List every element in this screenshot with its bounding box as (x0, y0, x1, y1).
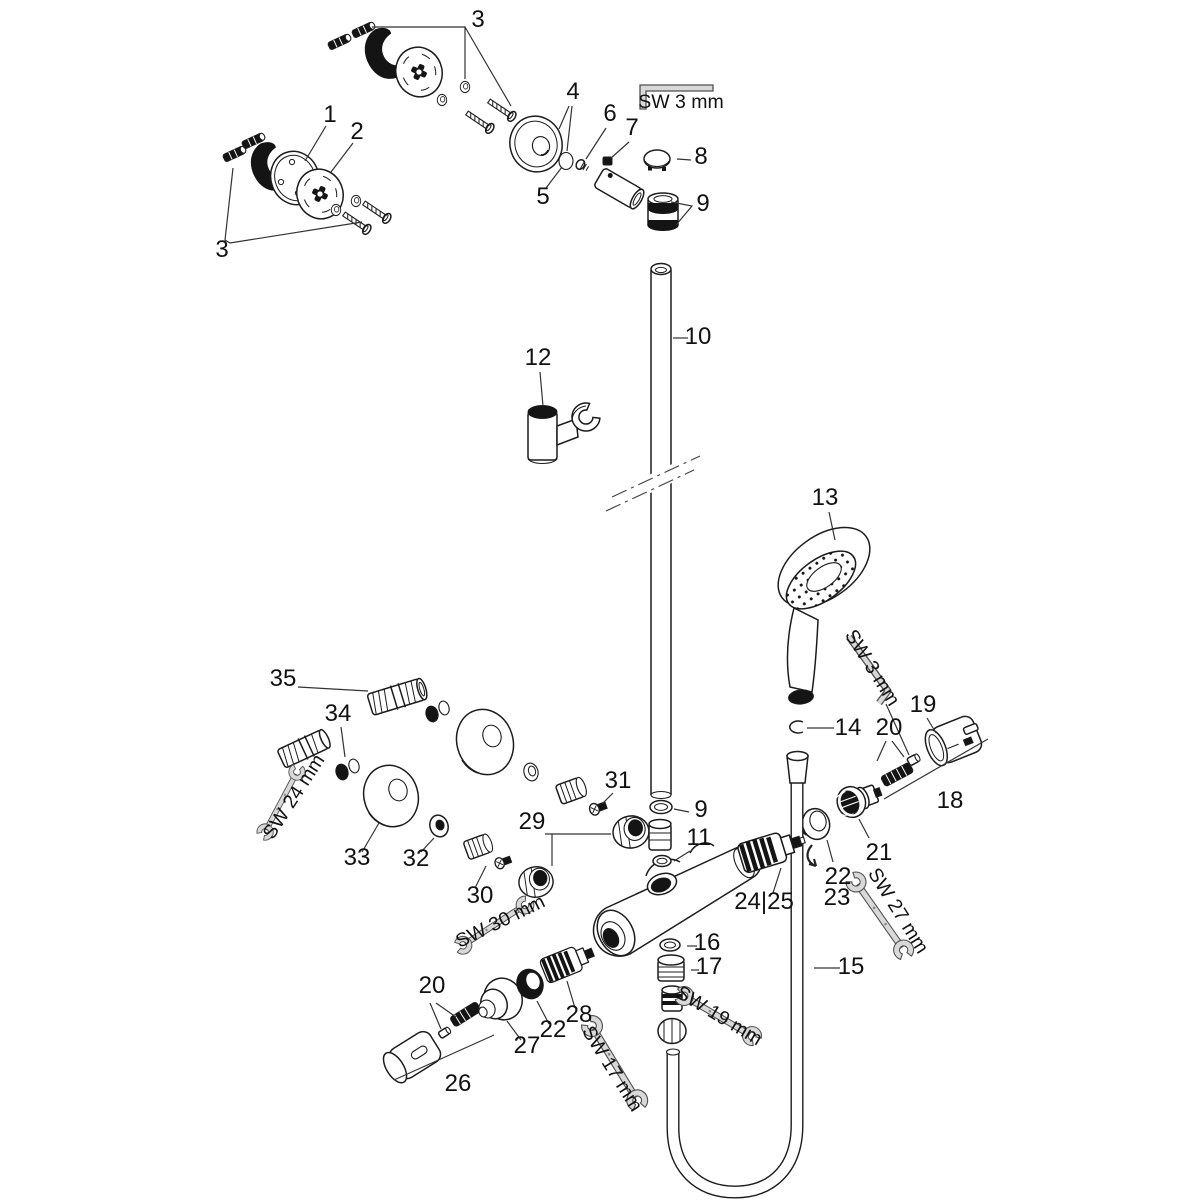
hose-15 (665, 750, 840, 1199)
leader-lines-8-9 (670, 158, 694, 226)
wall-bracket-assembly-lower (221, 125, 394, 244)
label-11: 11 (687, 824, 712, 851)
label-allen-top: SW 3 mm (638, 91, 724, 113)
nut-7 (602, 156, 613, 166)
label-20-right: 20 (876, 714, 903, 741)
label-17: 17 (696, 953, 723, 980)
wall-bracket-assembly-upper (326, 20, 519, 136)
label-24-25: 24|25 (734, 888, 794, 915)
adapter-30 (462, 832, 514, 889)
hand-shower-13 (777, 511, 871, 705)
label-33: 33 (344, 844, 371, 871)
o-ring-14 (789, 720, 834, 734)
cartridge-24-25 (737, 832, 806, 894)
label-3-top: 3 (471, 6, 484, 33)
label-23: 23 (824, 884, 851, 911)
label-allen-side: SW 3 mm (840, 626, 904, 710)
label-16: 16 (694, 929, 721, 956)
label-35: 35 (270, 665, 297, 692)
adapter-31 (554, 775, 614, 818)
leader-lines-4-5-6-7 (545, 105, 630, 189)
seal-32 (420, 814, 449, 853)
label-9-mid: 9 (694, 796, 707, 823)
label-20-left: 20 (419, 972, 446, 999)
label-14: 14 (835, 714, 862, 741)
escutcheon-33 (361, 764, 420, 853)
cartridge-28 (539, 946, 595, 1009)
label-10: 10 (685, 323, 712, 350)
label-22-right: 22 (825, 863, 852, 890)
thermostat-body (592, 842, 762, 957)
escutcheon-4-group (509, 105, 645, 210)
label-22-left: 22 (540, 1016, 567, 1043)
shower-holder-12 (527, 371, 601, 464)
grub-screw-6 (575, 158, 590, 171)
nut-29-upper (610, 812, 652, 852)
rotation-arrow-22 (806, 844, 818, 868)
handle-19-group (924, 715, 983, 767)
label-12: 12 (525, 344, 552, 371)
check-valve-21 (833, 784, 883, 839)
escutcheon-large-left (455, 708, 539, 782)
label-15: 15 (838, 953, 865, 980)
s-connector-35 (297, 677, 450, 723)
label-sw17: SW 17 mm (577, 1022, 647, 1115)
connector-below-9 (648, 818, 672, 851)
label-21: 21 (866, 839, 893, 866)
label-32: 32 (403, 845, 430, 872)
o-ring-5 (558, 151, 574, 171)
seal-22-23 (799, 807, 834, 868)
seal-22-left (516, 968, 550, 1025)
label-5: 5 (536, 183, 549, 210)
screw-set-20-left (429, 1002, 482, 1039)
label-30: 30 (467, 882, 494, 909)
allen-key-3mm-side (846, 634, 910, 756)
cap-8 (643, 149, 671, 171)
nipple-17 (657, 954, 699, 982)
label-27: 27 (514, 1032, 541, 1059)
label-29: 29 (519, 808, 546, 835)
handle-26 (382, 1030, 495, 1084)
label-2: 2 (350, 118, 363, 145)
leader-lines-29 (545, 833, 611, 866)
label-8: 8 (694, 143, 707, 170)
label-13: 13 (812, 484, 839, 511)
label-sw19: SW 19 mm (672, 982, 766, 1051)
bracket-disc-2 (296, 168, 344, 220)
label-18: 18 (937, 787, 964, 814)
leader-lines-1-2-3 (224, 125, 363, 244)
sleeve-9 (647, 192, 679, 231)
wall-bar-10 (604, 262, 706, 800)
label-6: 6 (603, 100, 616, 127)
o-ring-9-mid (649, 799, 690, 815)
label-28: 28 (566, 1001, 593, 1028)
label-7: 7 (625, 114, 638, 141)
label-34: 34 (325, 700, 352, 727)
o-ring-16 (659, 938, 697, 952)
o-ring-11 (652, 850, 691, 868)
label-31: 31 (605, 767, 632, 794)
label-1: 1 (323, 101, 336, 128)
label-19: 19 (910, 691, 937, 718)
s-connector-34 (277, 726, 360, 781)
label-3-left: 3 (215, 236, 228, 263)
label-26: 26 (445, 1070, 472, 1097)
leader-lines-3-top (372, 26, 512, 107)
label-9-top: 9 (696, 190, 709, 217)
bracket-line-18 (883, 738, 989, 800)
pivot-sleeve (594, 168, 645, 210)
label-4: 4 (566, 78, 579, 105)
screw-set-20-right (876, 740, 921, 787)
allen-key-3mm-top (639, 84, 714, 110)
